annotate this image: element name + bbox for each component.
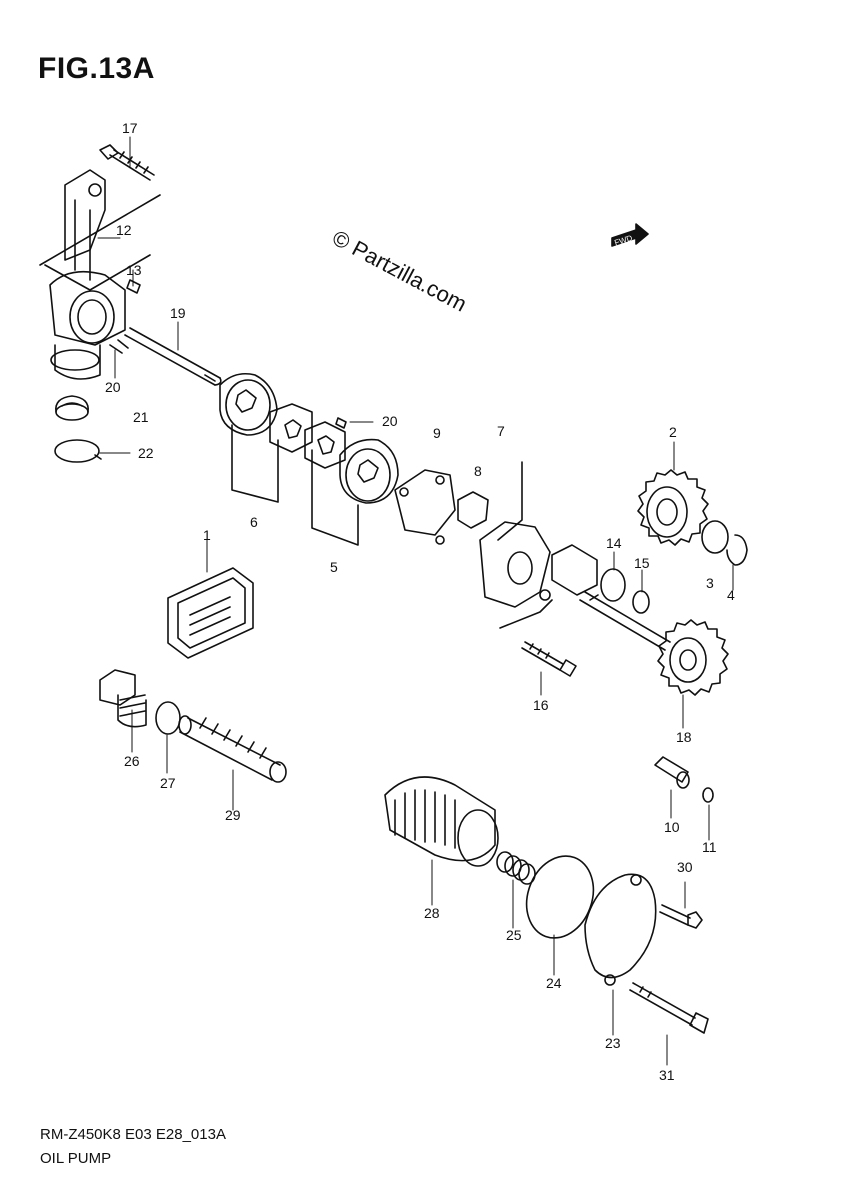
group-bracket-6: [231, 424, 279, 503]
part-rotor-outer-right: [339, 438, 399, 504]
callout-21: 21: [133, 409, 149, 425]
part-7-housing: [479, 461, 553, 629]
part-4-circlip: [726, 534, 748, 566]
callout-16: 16: [533, 697, 549, 713]
callout-5: 5: [330, 559, 338, 575]
part-30-bolt: [659, 904, 703, 929]
callout-27: 27: [160, 775, 176, 791]
callout-24: 24: [546, 975, 562, 991]
part-23-filter-cover: [584, 873, 657, 986]
callout-17: 17: [122, 120, 138, 136]
callout-4: 4: [727, 587, 735, 603]
callout-12: 12: [116, 222, 132, 238]
part-25-spring: [496, 851, 536, 885]
part-31-bolt: [629, 982, 709, 1034]
callout-22: 22: [138, 445, 154, 461]
callout-15: 15: [634, 555, 650, 571]
callout-3: 3: [706, 575, 714, 591]
part-20-pin: [335, 417, 347, 429]
callout-30: 30: [677, 859, 693, 875]
part-8-dowel: [457, 491, 489, 529]
footer-title: OIL PUMP: [40, 1150, 112, 1167]
leader-lines: [97, 136, 734, 1066]
part-14-collar: [600, 568, 626, 602]
callout-10: 10: [664, 819, 680, 835]
part-16-bolt: [521, 641, 577, 677]
callout-8: 8: [474, 463, 482, 479]
part-19-shaft: [124, 327, 222, 386]
callout-20b: 20: [382, 413, 398, 429]
part-rotor-inner-right: [304, 421, 346, 469]
callout-26: 26: [124, 753, 140, 769]
callout-18: 18: [676, 729, 692, 745]
fwd-arrow-icon: [611, 223, 649, 247]
part-26-drain-plug: [99, 669, 147, 728]
part-18-gear: [657, 619, 729, 696]
callout-20a: 20: [105, 379, 121, 395]
callout-7: 7: [497, 423, 505, 439]
callout-11: 11: [702, 839, 717, 855]
part-pump-body-upper: [39, 169, 161, 294]
part-10-fitting: [654, 756, 690, 789]
callout-14: 14: [606, 535, 622, 551]
callout-19: 19: [170, 305, 186, 321]
part-11-oring: [702, 787, 714, 803]
part-pump-housing: [49, 270, 129, 380]
callout-29: 29: [225, 807, 241, 823]
callout-28: 28: [424, 905, 440, 921]
part-rotor-outer-left: [219, 372, 278, 436]
callout-13: 13: [126, 262, 142, 278]
callout-23: 23: [605, 1035, 621, 1051]
part-22-circlip: [54, 439, 102, 463]
group-bracket-5: [311, 449, 359, 546]
fwd-label: FWD: [613, 233, 633, 247]
callout-2: 2: [669, 424, 677, 440]
part-3-washer: [701, 520, 729, 554]
part-17-bolt: [99, 144, 155, 181]
part-28-oil-filter: [384, 776, 499, 867]
callout-6: 6: [250, 514, 258, 530]
part-9-plate: [394, 469, 456, 545]
part-15-oring: [632, 590, 650, 614]
figure-title: FIG.13A: [38, 52, 155, 85]
part-21-cap: [55, 395, 89, 421]
part-27-gasket: [155, 701, 181, 735]
callout-9: 9: [433, 425, 441, 441]
part-24-oring: [525, 855, 595, 939]
callout-labels: 17 12 13 19 20 21 22 20 9 8 7 2 1 6 5 14…: [105, 120, 735, 1083]
callout-1: 1: [203, 527, 211, 543]
callout-25: 25: [506, 927, 522, 943]
part-main-shaft: [551, 544, 671, 651]
part-29-oil-screen: [178, 715, 287, 783]
part-2-gear: [637, 469, 709, 546]
part-rotor-inner-left: [269, 403, 313, 453]
part-1-strainer: [167, 567, 254, 659]
footer-code: RM-Z450K8 E03 E28_013A: [40, 1126, 226, 1143]
callout-31: 31: [659, 1067, 675, 1083]
